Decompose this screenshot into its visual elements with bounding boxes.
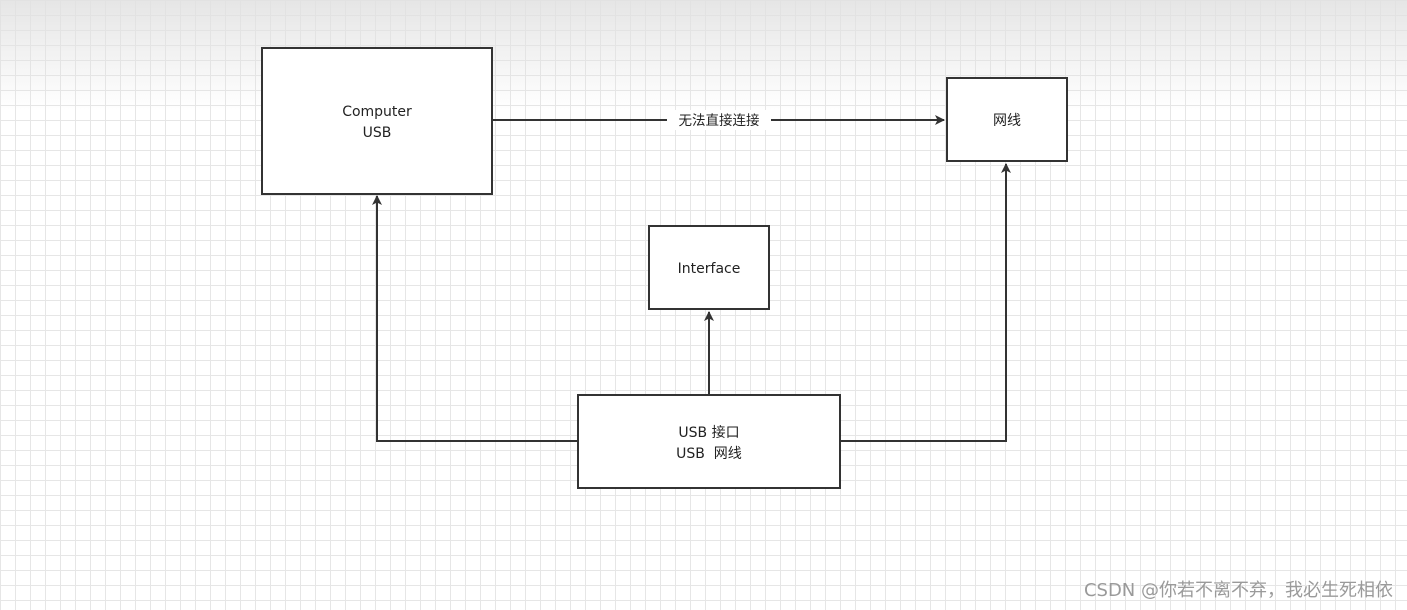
- node-usb-interface-line1: USB 接口: [678, 424, 739, 441]
- node-computer[interactable]: Computer USB: [261, 47, 493, 195]
- node-interface[interactable]: Interface: [648, 225, 770, 310]
- node-interface-label: Interface: [678, 261, 741, 277]
- node-computer-line2: USB: [363, 125, 392, 141]
- csdn-watermark: CSDN @你若不离不弃，我必生死相依: [1083, 580, 1393, 601]
- node-network-cable[interactable]: 网线: [946, 77, 1068, 162]
- edge-computer-to-network-cable: 无法直接连接: [493, 110, 945, 130]
- node-usb-interface[interactable]: USB 接口 USB 网线: [577, 394, 841, 489]
- node-network-cable-label: 网线: [993, 113, 1021, 129]
- edge-usb-interface-to-network-cable: [840, 163, 1011, 442]
- edge-label-cannot-connect-directly: 无法直接连接: [679, 112, 760, 129]
- node-computer-line1: Computer: [342, 104, 412, 120]
- node-usb-interface-line2: USB 网线: [676, 446, 742, 462]
- edge-usb-interface-to-computer: [372, 195, 578, 442]
